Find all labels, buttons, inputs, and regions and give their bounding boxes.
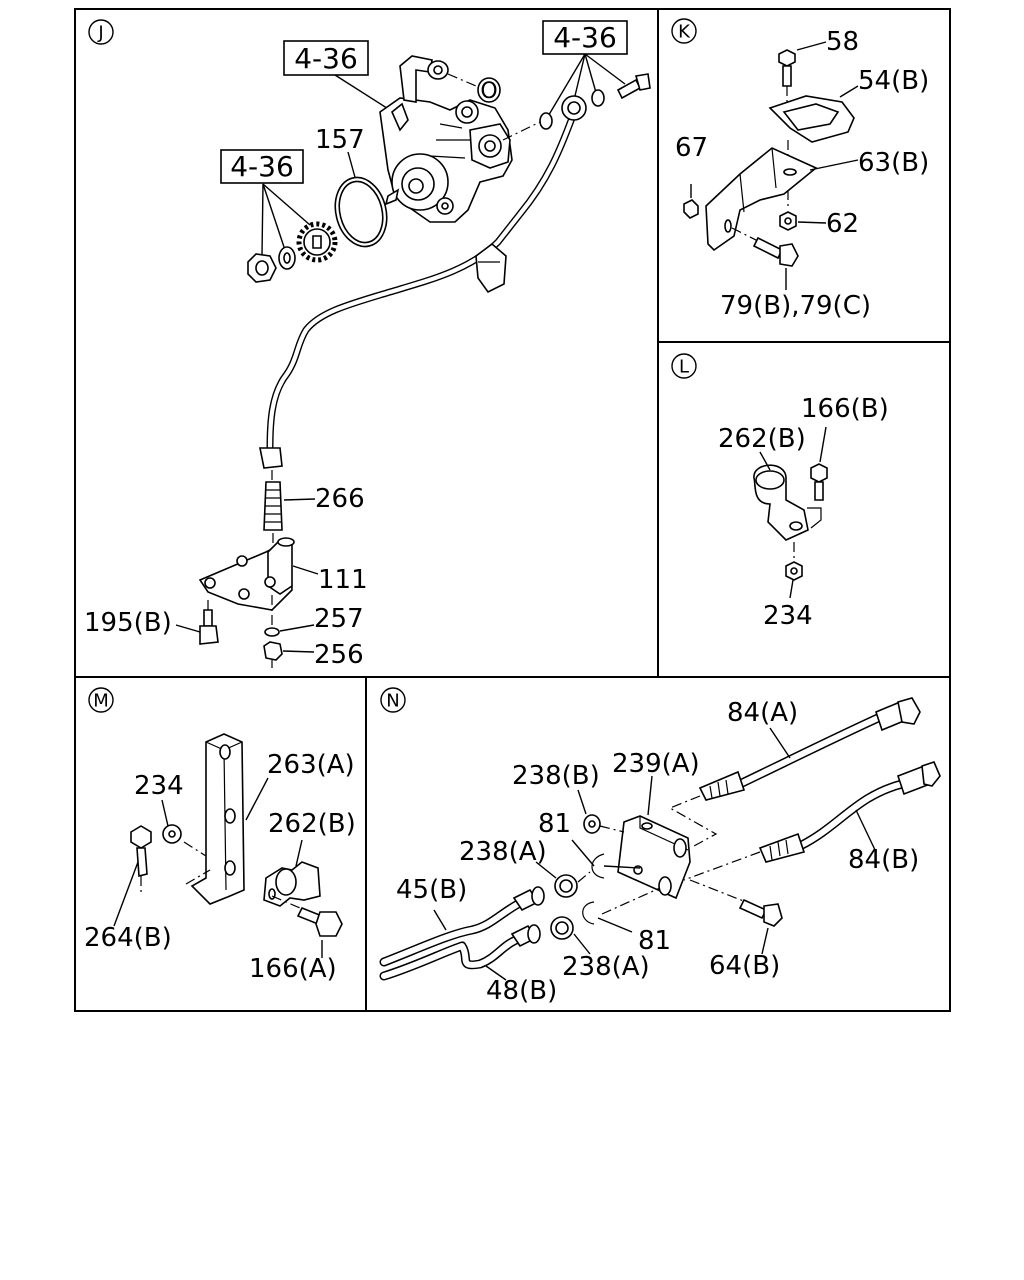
- label-79: 79(B),79(C): [720, 291, 871, 321]
- label-262b-m: 262(B): [268, 809, 356, 839]
- washer-238b: [583, 814, 625, 834]
- union-fitting: [263, 470, 283, 531]
- bracket-239a: [617, 815, 691, 900]
- svg-text:O: O: [480, 79, 497, 104]
- washer-257: [264, 627, 280, 637]
- ref-box-pump-text: 4-36: [294, 42, 358, 75]
- label-234-l: 234: [763, 601, 813, 631]
- drive-gear: [296, 221, 338, 263]
- panel-l-marker-text: L: [679, 357, 689, 378]
- panel-n-marker: N: [380, 687, 406, 713]
- label-63b: 63(B): [858, 148, 929, 178]
- label-67: 67: [675, 133, 708, 163]
- panel-l: L 166(B) 262(B) 234: [671, 353, 889, 631]
- panel-frames: [74, 8, 951, 1012]
- hose-84b: [758, 761, 941, 863]
- label-54b: 54(B): [858, 66, 929, 96]
- nut-67: [683, 199, 699, 219]
- pressure-pipe: [259, 73, 651, 469]
- circlip-81-lower: [582, 887, 661, 925]
- label-48b: 48(B): [486, 976, 557, 1006]
- label-264b: 264(B): [84, 923, 172, 953]
- label-81-lower: 81: [638, 926, 671, 956]
- panel-j-marker-text: J: [97, 23, 103, 44]
- nut-256: [263, 641, 283, 668]
- label-257: 257: [314, 604, 364, 634]
- panel-n: N 84(A) 84(B): [379, 687, 941, 1006]
- label-64b: 64(B): [709, 951, 780, 981]
- o-ring: [334, 176, 388, 248]
- panel-k: K 58 54(B) 63(B) 67: [671, 18, 929, 321]
- pipe-45b: [379, 886, 545, 967]
- label-266: 266: [315, 484, 365, 514]
- label-256: 256: [314, 640, 364, 670]
- label-84a: 84(A): [727, 698, 798, 728]
- label-45b: 45(B): [396, 875, 467, 905]
- panel-m: M 263(A) 264(B) 234: [84, 687, 356, 984]
- label-157: 157: [315, 125, 365, 155]
- bolt-195b: [199, 600, 219, 645]
- label-234-m: 234: [134, 771, 184, 801]
- bolt-79: [731, 227, 799, 267]
- bolt-64b: [689, 879, 783, 927]
- panel-m-marker: M: [88, 687, 114, 713]
- clip-262b-m: [263, 861, 321, 907]
- label-166b: 166(B): [801, 394, 889, 424]
- panel-k-marker-text: K: [678, 22, 691, 43]
- nut-234-l: [785, 542, 803, 581]
- label-238b: 238(B): [512, 761, 600, 791]
- hose-84a: [698, 697, 921, 801]
- label-58: 58: [826, 27, 859, 57]
- label-81-upper: 81: [538, 809, 571, 839]
- label-62: 62: [826, 209, 859, 239]
- ref-box-gear-text: 4-36: [230, 150, 294, 183]
- panel-j-marker: J: [88, 19, 114, 45]
- bracket-263a: [190, 733, 245, 905]
- washer-234-m: [162, 824, 182, 844]
- hex-nut: [247, 253, 277, 283]
- power-steering-pump: O: [379, 55, 541, 223]
- washer-238a-lower: [550, 916, 574, 940]
- ref-box-fitting-text: 4-36: [553, 21, 617, 54]
- ref-box-fitting: 4-36: [542, 20, 628, 55]
- circlip-81-upper: [591, 853, 641, 879]
- panel-n-marker-text: N: [386, 691, 399, 712]
- bolt-166a: [271, 895, 343, 937]
- label-111: 111: [318, 565, 368, 595]
- label-238a-lower: 238(A): [562, 952, 650, 982]
- ref-box-gear: 4-36: [220, 149, 304, 184]
- clip-262b: [753, 464, 809, 541]
- panel-k-marker: K: [671, 18, 697, 44]
- lock-washer: [278, 246, 296, 270]
- panel-l-marker: L: [671, 353, 697, 379]
- label-166a: 166(A): [249, 954, 337, 984]
- bolt-58: [778, 49, 796, 104]
- label-263a: 263(A): [267, 750, 355, 780]
- clamp-54b: [768, 95, 855, 143]
- bolt-166b: [807, 463, 828, 529]
- bracket-63b: [705, 147, 818, 252]
- label-195b: 195(B): [84, 608, 172, 638]
- bolt-264b: [130, 825, 152, 894]
- label-262b-l: 262(B): [718, 424, 806, 454]
- label-238a-upper: 238(A): [459, 837, 547, 867]
- ref-box-pump: 4-36: [283, 40, 369, 76]
- nut-62: [779, 190, 797, 231]
- label-84b: 84(B): [848, 845, 919, 875]
- label-239a: 239(A): [612, 749, 700, 779]
- washer-238a-upper: [554, 871, 591, 898]
- mounting-bracket: [198, 533, 295, 628]
- panel-m-marker-text: M: [93, 691, 109, 712]
- pipe-48b: [379, 924, 541, 981]
- panel-j: J 4-36 4-36 4-36: [84, 19, 651, 670]
